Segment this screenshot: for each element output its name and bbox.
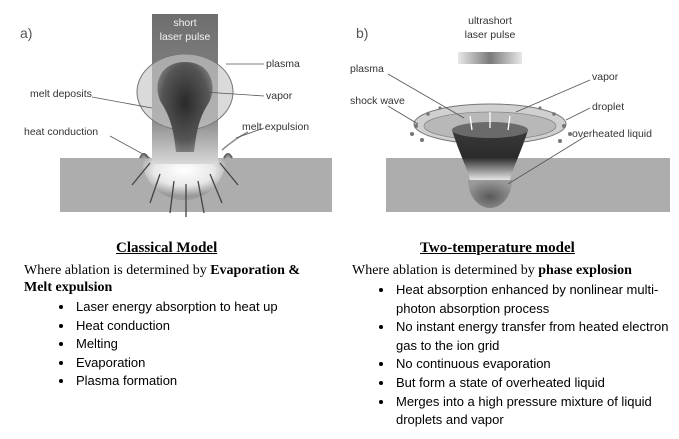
label-melt-deposits: melt deposits	[30, 88, 92, 100]
label-laser-pulse: laser pulse	[160, 31, 211, 43]
list-item: No instant energy transfer from heated e…	[394, 318, 679, 355]
label-plasma: plasma	[350, 63, 384, 75]
vapor-arrows	[469, 112, 511, 131]
label-plasma: plasma	[266, 58, 300, 70]
label-vapor: vapor	[266, 90, 293, 102]
label-vapor: vapor	[592, 71, 619, 83]
label-laser-pulse: laser pulse	[465, 29, 516, 41]
label-droplet: droplet	[592, 101, 624, 113]
heat-conduction-arrows	[131, 162, 239, 217]
list-item: Heat conduction	[74, 317, 344, 336]
two-temperature-model-description: Where ablation is determined by phase ex…	[352, 262, 672, 279]
list-item: Plasma formation	[74, 372, 344, 391]
two-temperature-model-panel: b) ultrashort laser pulse plasma shock w…	[340, 0, 679, 439]
label-overheated-liquid: overheated liquid	[572, 128, 652, 140]
label-melt-expulsion: melt expulsion	[242, 121, 309, 133]
list-item: Melting	[74, 335, 344, 354]
label-short: short	[173, 17, 196, 29]
overheated-liquid-region	[468, 180, 512, 208]
list-item: Merges into a high pressure mixture of l…	[394, 393, 679, 430]
list-item: Evaporation	[74, 354, 344, 373]
crater-funnel	[452, 130, 528, 180]
classical-desc-bold: Evaporation & Melt expulsion	[24, 263, 301, 295]
classical-model-bullets: Laser energy absorption to heat up Heat …	[56, 298, 344, 391]
panel-label-a: a)	[20, 25, 32, 41]
two-temperature-model-bullets: Heat absorption enhanced by nonlinear mu…	[376, 281, 679, 430]
panel-label-b: b)	[356, 25, 368, 41]
two-temp-desc-bold: phase explosion	[538, 263, 632, 278]
melt-pool	[142, 158, 226, 200]
vapor-plume	[157, 62, 213, 152]
classical-desc-prefix: Where ablation is determined by	[24, 263, 211, 278]
list-item: No continuous evaporation	[394, 355, 679, 374]
two-temp-desc-prefix: Where ablation is determined by	[352, 263, 539, 278]
droplets	[410, 106, 572, 143]
list-item: Laser energy absorption to heat up	[74, 298, 344, 317]
two-temperature-model-diagram: b) ultrashort laser pulse plasma shock w…	[350, 15, 670, 212]
classical-model-description: Where ablation is determined by Evaporat…	[24, 262, 324, 296]
two-temperature-model-title: Two-temperature model	[420, 240, 575, 256]
melt-expulsion	[221, 131, 249, 151]
label-heat-conduction: heat conduction	[24, 126, 98, 138]
classical-model-panel: a) short laser pulse plasma vapor melt d…	[0, 0, 340, 439]
label-shock-wave: shock wave	[350, 95, 405, 107]
label-ultrashort: ultrashort	[468, 15, 512, 27]
classical-model-title: Classical Model	[116, 240, 218, 256]
list-item: Heat absorption enhanced by nonlinear mu…	[394, 281, 679, 318]
classical-model-diagram: a) short laser pulse plasma vapor melt d…	[20, 14, 332, 217]
substrate	[386, 158, 670, 212]
list-item: But form a state of overheated liquid	[394, 374, 679, 393]
ultrashort-laser-pulse	[458, 52, 522, 64]
